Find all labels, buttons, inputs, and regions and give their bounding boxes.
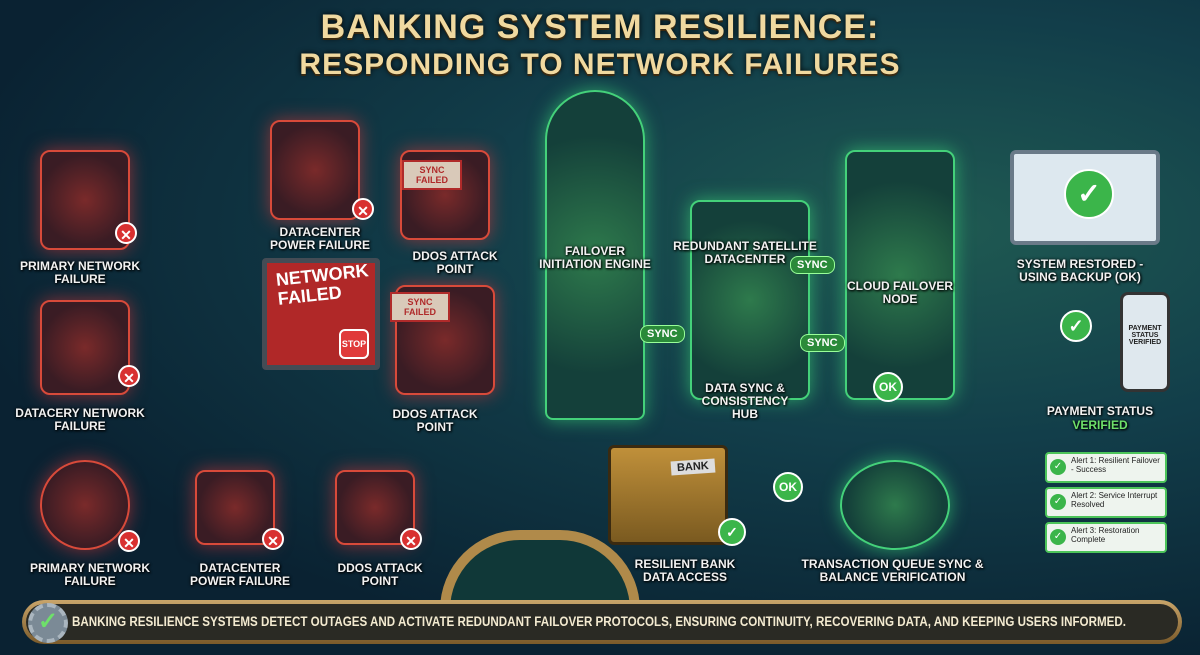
bank-sign: BANK [670,458,716,476]
check-icon: ✓ [1050,529,1066,545]
restored-screen: ✓ [1010,150,1160,245]
alert-item: ✓ Alert 1: Resilient Failover - Success [1045,452,1167,483]
balance-scale-platform [840,460,950,550]
check-icon: ✓ [718,518,746,546]
title-line1: BANKING SYSTEM RESILIENCE: [320,8,880,46]
bank-vault: BANK [608,445,728,545]
gear-check-icon: ✓ [28,603,68,643]
x-icon: ✕ [115,222,137,244]
title-line2: RESPONDING TO NETWORK FAILURES [299,48,901,81]
cloud-failover-node [845,150,955,400]
label-system-restored: SYSTEM RESTORED - USING BACKUP (OK) [1016,257,1144,285]
x-icon: ✕ [400,528,422,550]
label-datacenter-power-bottom: DATACENTER POWER FAILURE [189,561,290,589]
failover-engine-tower [545,90,645,420]
sync-failed-sign: SYNC FAILED [402,160,462,190]
monitor-text: NETWORK FAILED [274,260,370,309]
check-icon: ✓ [1050,494,1066,510]
label-datacery-network: DATACERY NETWORK FAILURE [15,406,145,434]
label-failover-engine: FAILOVER INITIATION ENGINE [539,244,651,272]
phone: PAYMENT STATUS VERIFIED [1120,292,1170,392]
label-cloud-node: CLOUD FAILOVER NODE [846,279,953,307]
sync-failed-sign: SYNC FAILED [390,292,450,322]
primary-network-globe [40,460,130,550]
datacenter-power-cube [270,120,360,220]
check-icon: ✓ [1050,459,1066,475]
ok-badge: OK [873,372,903,402]
alert-item: ✓ Alert 2: Service Interrupt Resolved [1045,487,1167,518]
label-primary-network-top: PRIMARY NETWORK FAILURE [20,259,140,287]
x-icon: ✕ [352,198,374,220]
sync-label: SYNC [790,256,835,274]
footer-banner: BANKING RESILIENCE SYSTEMS DETECT OUTAGE… [22,600,1182,644]
alert-text: Alert 1: Resilient Failover - Success [1071,456,1160,475]
alert-text: Alert 3: Restoration Complete [1071,526,1140,545]
label-transaction: TRANSACTION QUEUE SYNC & BALANCE VERIFIC… [801,557,984,585]
satellite-datacenter [690,200,810,400]
label-verified: VERIFIED [1072,418,1128,432]
label-satellite: REDUNDANT SATELLITE DATACENTER [673,239,817,267]
phone-text: PAYMENT STATUS VERIFIED [1128,325,1162,346]
label-datacenter-power-top: DATACENTER POWER FAILURE [269,225,370,253]
alert-item: ✓ Alert 3: Restoration Complete [1045,522,1167,553]
label-primary-network-bottom: PRIMARY NETWORK FAILURE [30,561,150,589]
label-ddos-top: DDoS ATTACK POINT [412,249,498,277]
label-ddos-bottom: DDoS ATTACK POINT [337,561,423,589]
ok-badge: OK [773,472,803,502]
label-sync-hub: DATA SYNC & CONSISTENCY HUB [701,381,789,422]
network-failed-monitor: NETWORK FAILED STOP [262,258,380,370]
label-payment-status: PAYMENT STATUS [1046,404,1154,418]
datacenter-power-server [195,470,275,545]
alert-text: Alert 2: Service Interrupt Resolved [1071,491,1158,510]
label-bank-access: RESILIENT BANK DATA ACCESS [634,557,736,585]
sync-label: SYNC [800,334,845,352]
primary-network-cube [40,150,130,250]
stop-sign-icon: STOP [339,329,369,359]
datacery-network-cube [40,300,130,395]
sync-label: SYNC [640,325,685,343]
footer-text: BANKING RESILIENCE SYSTEMS DETECT OUTAGE… [72,614,1126,629]
label-ddos-mid: DDoS ATTACK POINT [392,407,478,435]
x-icon: ✕ [262,528,284,550]
x-icon: ✕ [118,365,140,387]
x-icon: ✕ [118,530,140,552]
check-icon: ✓ [1064,169,1114,219]
check-icon: ✓ [1060,310,1092,342]
